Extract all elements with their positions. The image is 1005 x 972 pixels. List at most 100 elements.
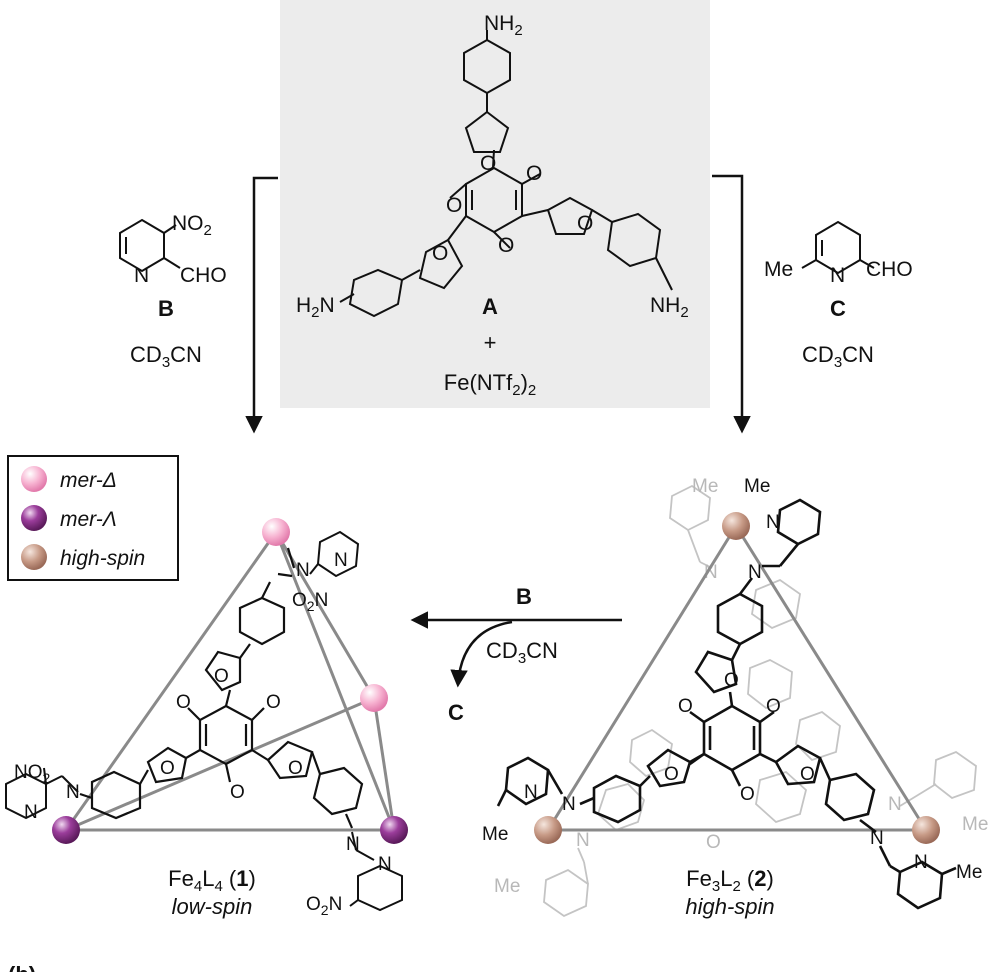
legend-swatch-mer-delta xyxy=(21,466,47,492)
svg-text:C: C xyxy=(448,700,464,725)
legend: mer-Δ mer-Λ high-spin xyxy=(7,455,179,581)
reagent-a-panel xyxy=(280,0,710,408)
svg-text:Me: Me xyxy=(764,258,793,281)
exchange-labels: B CD3CN C xyxy=(448,584,558,725)
svg-text:N: N xyxy=(748,562,762,583)
svg-text:O: O xyxy=(766,696,781,717)
svg-text:N: N xyxy=(576,830,590,851)
ligand-1-labels: N O2N N O O O O O O NO2 N N N N O2N xyxy=(14,550,392,918)
svg-text:high-spin: high-spin xyxy=(685,894,774,919)
triangle-edges xyxy=(546,525,928,832)
legend-swatch-high-spin xyxy=(21,544,47,570)
svg-text:N: N xyxy=(296,560,310,581)
svg-text:A: A xyxy=(482,294,498,319)
svg-text:O: O xyxy=(288,758,303,779)
ligand-1-structure xyxy=(79,547,364,829)
reagent-b-structure xyxy=(119,218,181,273)
legend-swatch-mer-lambda xyxy=(21,505,47,531)
svg-text:Me: Me xyxy=(692,476,718,497)
ligand-2-back-gray xyxy=(543,484,977,918)
svg-text:Me: Me xyxy=(956,862,982,883)
svg-text:CD3CN: CD3CN xyxy=(486,638,558,667)
svg-text:N: N xyxy=(524,782,538,803)
legend-label-high-spin: high-spin xyxy=(60,547,145,570)
svg-text:Fe3L2 (2): Fe3L2 (2) xyxy=(686,866,774,895)
ligand-2-front-labels: Me N N O O O O O O N N Me N N Me xyxy=(482,476,982,883)
svg-text:O: O xyxy=(800,764,815,785)
fe-vertex-right xyxy=(380,816,408,844)
svg-text:N: N xyxy=(704,562,718,583)
svg-text:O: O xyxy=(432,242,448,265)
svg-text:O: O xyxy=(740,784,755,805)
svg-text:B: B xyxy=(158,296,174,321)
svg-text:Me: Me xyxy=(494,876,520,897)
svg-text:O2N: O2N xyxy=(306,894,342,918)
product-2-caption: Fe3L2 (2) high-spin xyxy=(685,866,774,919)
svg-text:Me: Me xyxy=(962,814,988,835)
product-1-caption: Fe4L4 (1) low-spin xyxy=(168,866,256,919)
svg-text:Fe(NTf2)2: Fe(NTf2)2 xyxy=(444,370,536,399)
svg-text:Fe4L4 (1): Fe4L4 (1) xyxy=(168,866,256,895)
fe-vertex-top-2 xyxy=(722,512,750,540)
fe-vertex-right-2 xyxy=(912,816,940,844)
svg-text:low-spin: low-spin xyxy=(172,894,253,919)
svg-text:O: O xyxy=(724,670,739,691)
fe-vertex-left xyxy=(52,816,80,844)
svg-text:NO2: NO2 xyxy=(14,762,51,786)
triangle-vertices xyxy=(534,512,940,844)
svg-text:NH2: NH2 xyxy=(484,12,523,39)
ligand-2-back-labels: Me N N Me N Me O xyxy=(494,476,988,897)
svg-text:O: O xyxy=(214,666,229,687)
svg-text:N: N xyxy=(378,854,392,875)
svg-text:+: + xyxy=(484,330,497,355)
ligand-2-front xyxy=(496,498,957,910)
svg-text:N: N xyxy=(134,264,149,287)
svg-text:CD3CN: CD3CN xyxy=(130,342,202,371)
legend-label-mer-delta: mer-Δ xyxy=(60,469,117,492)
svg-text:CHO: CHO xyxy=(180,264,227,287)
svg-text:N: N xyxy=(66,782,80,803)
svg-text:NO2: NO2 xyxy=(172,212,212,239)
svg-text:O: O xyxy=(176,692,191,713)
svg-text:N: N xyxy=(870,828,884,849)
svg-text:O: O xyxy=(678,696,693,717)
svg-text:O: O xyxy=(526,162,542,185)
right-arrow xyxy=(712,174,751,434)
svg-text:NH2: NH2 xyxy=(650,294,689,321)
exchange-arrow xyxy=(410,611,622,688)
fe-vertex-left-2 xyxy=(534,816,562,844)
svg-text:N: N xyxy=(888,794,902,815)
ligand-1-pyridines xyxy=(5,530,403,912)
svg-text:H2N: H2N xyxy=(296,294,335,321)
svg-text:O: O xyxy=(230,782,245,803)
reagent-c-labels: Me N CHO C CD3CN xyxy=(764,258,913,371)
reagent-a-labels: NH2 O O O O O O H2N NH2 A + Fe(NTf2)2 xyxy=(296,12,689,399)
svg-text:O: O xyxy=(498,234,514,257)
svg-text:C: C xyxy=(830,296,846,321)
svg-text:N: N xyxy=(346,834,360,855)
svg-text:O: O xyxy=(160,758,175,779)
svg-text:N: N xyxy=(562,794,576,815)
svg-text:O: O xyxy=(706,832,721,853)
reagent-b-labels: NO2 N CHO B CD3CN xyxy=(130,212,227,371)
left-arrow xyxy=(245,176,278,434)
legend-label-mer-lambda: mer-Λ xyxy=(60,508,117,531)
reagent-c-structure xyxy=(801,220,875,275)
svg-text:CD3CN: CD3CN xyxy=(802,342,874,371)
svg-text:O: O xyxy=(266,692,281,713)
svg-text:O2N: O2N xyxy=(292,590,328,614)
svg-text:Me: Me xyxy=(744,476,770,497)
svg-text:Me: Me xyxy=(482,824,508,845)
svg-text:N: N xyxy=(766,512,780,533)
fe-vertex-back xyxy=(360,684,388,712)
fe-vertex-top xyxy=(262,518,290,546)
svg-text:B: B xyxy=(516,584,532,609)
svg-text:O: O xyxy=(446,194,462,217)
svg-text:N: N xyxy=(334,550,348,571)
tetrahedron-vertices xyxy=(52,518,408,844)
svg-text:O: O xyxy=(577,212,593,235)
svg-text:N: N xyxy=(830,264,845,287)
tetrahedron-edges xyxy=(64,531,396,832)
reagent-a-structure xyxy=(339,30,673,318)
